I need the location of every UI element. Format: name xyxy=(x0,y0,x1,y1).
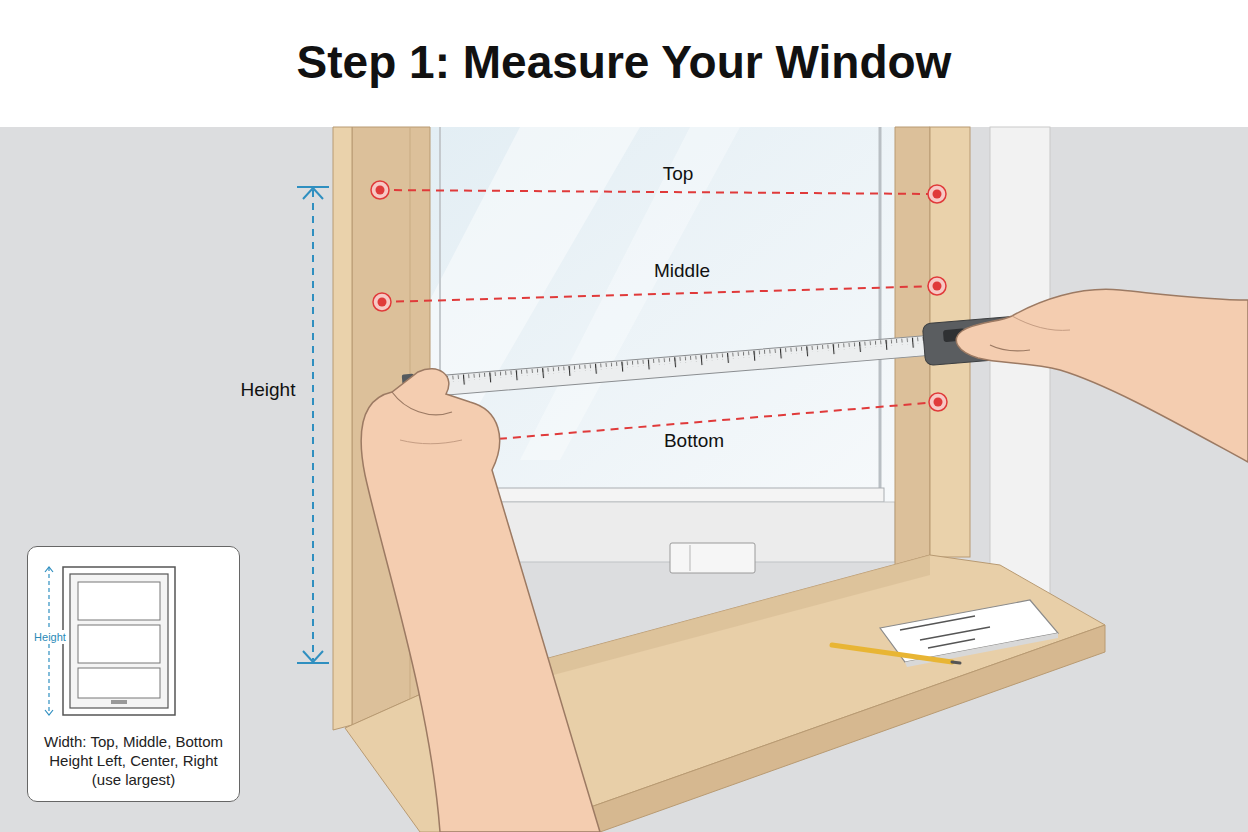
header-band xyxy=(0,0,1248,127)
page-title: Step 1: Measure Your Window xyxy=(0,35,1248,89)
measure-point xyxy=(933,190,942,199)
inset-pane xyxy=(78,582,160,620)
measure-point xyxy=(933,282,942,291)
jamb-front xyxy=(333,127,352,730)
measure-point xyxy=(928,185,946,203)
dimension-tick xyxy=(297,662,329,664)
measure-point xyxy=(371,181,389,199)
hand-crease xyxy=(392,392,452,415)
instruction-text: Height Left, Center, Right (use largest) xyxy=(34,752,233,790)
measure-point xyxy=(376,186,385,195)
measure-point xyxy=(929,393,947,411)
instruction-text: Width: Top, Middle, Bottom xyxy=(34,733,233,752)
hand-crease xyxy=(400,440,462,444)
window-lock xyxy=(670,543,755,573)
tape-ticks xyxy=(414,336,928,388)
sash-rail xyxy=(436,488,884,502)
inset-window xyxy=(70,574,168,708)
right-hand xyxy=(956,289,1248,462)
dimension-label: Height xyxy=(241,379,296,401)
measure-point xyxy=(373,293,391,311)
inset-pane xyxy=(78,668,160,698)
pencil xyxy=(832,645,952,662)
dimension-tick xyxy=(297,186,329,188)
window-lock xyxy=(690,545,691,571)
line-label: Top xyxy=(663,163,694,185)
inset-ground xyxy=(27,546,240,802)
measure-point xyxy=(928,277,946,295)
line-label: Middle xyxy=(654,260,710,282)
line-label: Bottom xyxy=(664,430,724,452)
pencil-tip xyxy=(952,662,960,663)
arrow-head xyxy=(303,651,323,662)
height-dimension xyxy=(297,187,329,663)
info-panel: HeightWidth: Top, Middle, BottomHeight L… xyxy=(27,546,240,802)
panel-text: Width: Top, Middle, BottomHeight Left, C… xyxy=(34,733,233,789)
width-line xyxy=(380,190,937,194)
height-line xyxy=(312,190,314,660)
measure-point xyxy=(378,298,387,307)
width-line xyxy=(382,286,937,302)
arrow-head xyxy=(303,188,323,199)
notepad-scribble xyxy=(900,616,990,648)
dimension-label: Height xyxy=(33,630,67,644)
inset-lock xyxy=(111,700,127,704)
inset-pane xyxy=(78,625,160,663)
tape-measure xyxy=(401,316,1020,408)
measure-point xyxy=(934,398,943,407)
tape-blade xyxy=(410,335,935,398)
sill-front xyxy=(520,625,1105,832)
hand-crease xyxy=(1012,316,1070,330)
left-hand xyxy=(361,369,600,832)
inset-window xyxy=(63,567,175,715)
hand-crease xyxy=(990,345,1030,351)
sash-frame xyxy=(879,127,882,492)
